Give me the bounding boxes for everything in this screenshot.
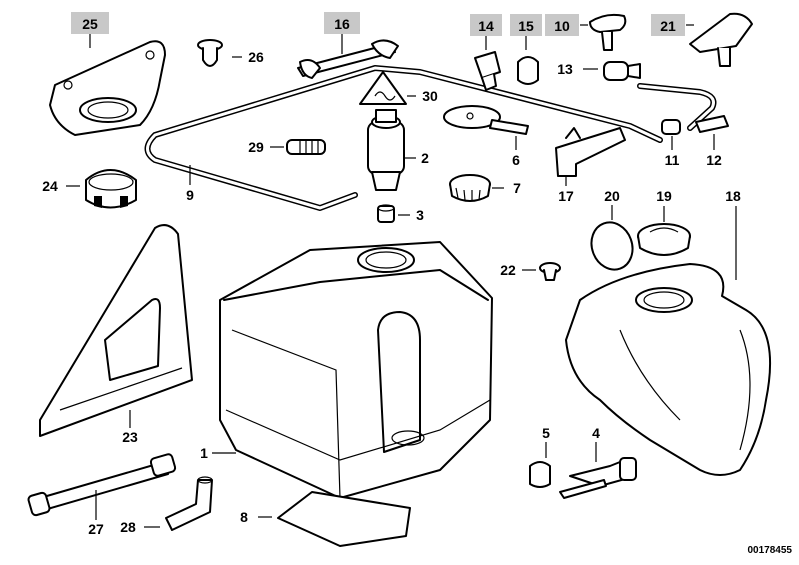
label-6: 6 xyxy=(512,152,520,168)
label-1: 1 xyxy=(200,445,208,461)
valve-part-13[interactable] xyxy=(583,61,641,81)
label-11: 11 xyxy=(665,152,680,168)
tank-part-18[interactable] xyxy=(565,206,772,476)
label-29: 29 xyxy=(248,139,264,155)
label-22: 22 xyxy=(500,262,516,278)
bracket-part-17[interactable] xyxy=(555,127,626,186)
bracket-part-6[interactable] xyxy=(443,105,529,150)
clip-part-14[interactable] xyxy=(474,36,501,91)
label-19: 19 xyxy=(656,188,672,204)
cap-part-24[interactable] xyxy=(66,169,137,209)
label-14: 14 xyxy=(478,18,494,34)
filler-cap-part-19[interactable] xyxy=(637,206,691,256)
tube-part-27[interactable] xyxy=(27,453,177,520)
label-13: 13 xyxy=(557,61,573,77)
label-20: 20 xyxy=(604,188,620,204)
label-16: 16 xyxy=(334,16,350,32)
label-30: 30 xyxy=(422,88,438,104)
label-18: 18 xyxy=(725,188,741,204)
connector-part-29[interactable] xyxy=(270,139,326,155)
label-21: 21 xyxy=(660,18,676,34)
cap-part-20[interactable] xyxy=(585,205,639,275)
label-2: 2 xyxy=(421,150,429,166)
label-23: 23 xyxy=(122,429,138,445)
label-12: 12 xyxy=(706,152,722,168)
clip-part-26[interactable] xyxy=(197,39,242,67)
pad-part-8[interactable] xyxy=(258,491,411,547)
nozzle-part-10[interactable] xyxy=(580,13,627,51)
label-7: 7 xyxy=(513,180,521,196)
label-box-10 xyxy=(545,14,579,36)
label-5: 5 xyxy=(542,425,550,441)
label-28: 28 xyxy=(120,519,136,535)
label-box-15 xyxy=(510,14,542,36)
label-box-21 xyxy=(651,14,685,36)
connector-part-11[interactable] xyxy=(661,119,681,150)
label-box-14 xyxy=(470,14,502,36)
label-25: 25 xyxy=(82,16,98,32)
label-24: 24 xyxy=(42,178,58,194)
grommet-part-5[interactable] xyxy=(529,442,551,488)
elbow-part-28[interactable] xyxy=(144,476,213,531)
hose-part-9[interactable] xyxy=(144,65,717,211)
cap-part-15[interactable] xyxy=(517,36,539,85)
support-part-23[interactable] xyxy=(39,224,193,437)
plug-part-22[interactable] xyxy=(522,262,561,281)
sensor-part-4[interactable] xyxy=(559,442,637,499)
label-box-25 xyxy=(71,12,109,34)
label-15: 15 xyxy=(518,18,534,34)
pump-part-2[interactable] xyxy=(367,109,416,191)
label-10: 10 xyxy=(554,18,570,34)
hose-holder-part-16[interactable] xyxy=(297,34,399,79)
label-box-16 xyxy=(324,12,360,34)
label-17: 17 xyxy=(558,188,574,204)
grommet-part-3[interactable] xyxy=(377,204,410,223)
label-8: 8 xyxy=(240,509,248,525)
label-9: 9 xyxy=(186,187,194,203)
connector-part-12[interactable] xyxy=(695,115,729,150)
label-26: 26 xyxy=(248,49,264,65)
reservoir-part-1[interactable] xyxy=(212,241,493,499)
strainer-part-7[interactable] xyxy=(449,174,504,202)
label-3: 3 xyxy=(416,207,424,223)
label-27: 27 xyxy=(88,521,104,537)
nozzle-part-21[interactable] xyxy=(686,12,753,67)
bracket-part-25[interactable] xyxy=(49,34,166,136)
warning-triangle-part-30 xyxy=(359,71,416,105)
label-4: 4 xyxy=(592,425,600,441)
reference-number: 00178455 xyxy=(748,545,793,556)
